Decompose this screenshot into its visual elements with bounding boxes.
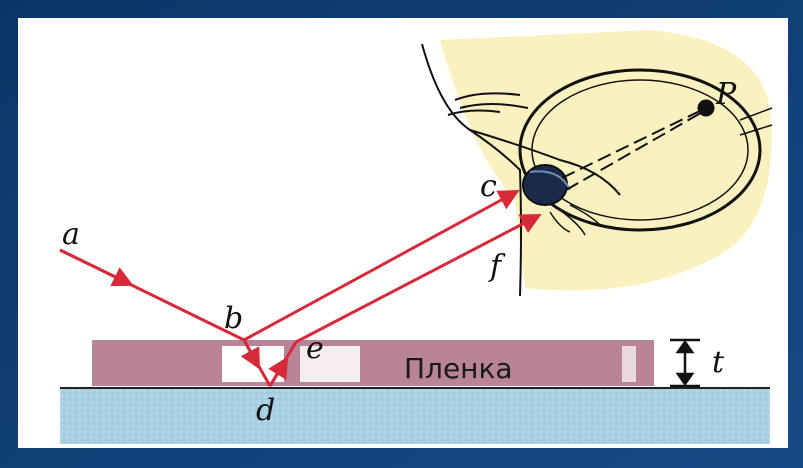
film-layer	[92, 340, 654, 386]
ray-d-e-arrow	[268, 356, 289, 387]
eye-illustration	[421, 43, 773, 297]
label-e: e	[306, 331, 324, 366]
thickness-label: t	[712, 345, 725, 380]
ray-a-arrow	[59, 248, 134, 287]
label-a: a	[62, 217, 80, 252]
film-gap-right	[300, 346, 360, 382]
ray-b-to-c	[243, 189, 520, 342]
label-b: b	[224, 301, 243, 336]
double-arrow-icon	[670, 338, 700, 388]
label-c: c	[480, 169, 497, 204]
ray-e-to-f	[295, 214, 542, 344]
label-P: P	[715, 77, 737, 112]
light-rays	[59, 189, 542, 387]
film-label: Пленка	[404, 352, 513, 385]
film-gap-end	[622, 346, 636, 382]
label-d: d	[256, 393, 275, 428]
ray-b-d-arrow	[240, 339, 260, 370]
substrate	[60, 388, 770, 444]
